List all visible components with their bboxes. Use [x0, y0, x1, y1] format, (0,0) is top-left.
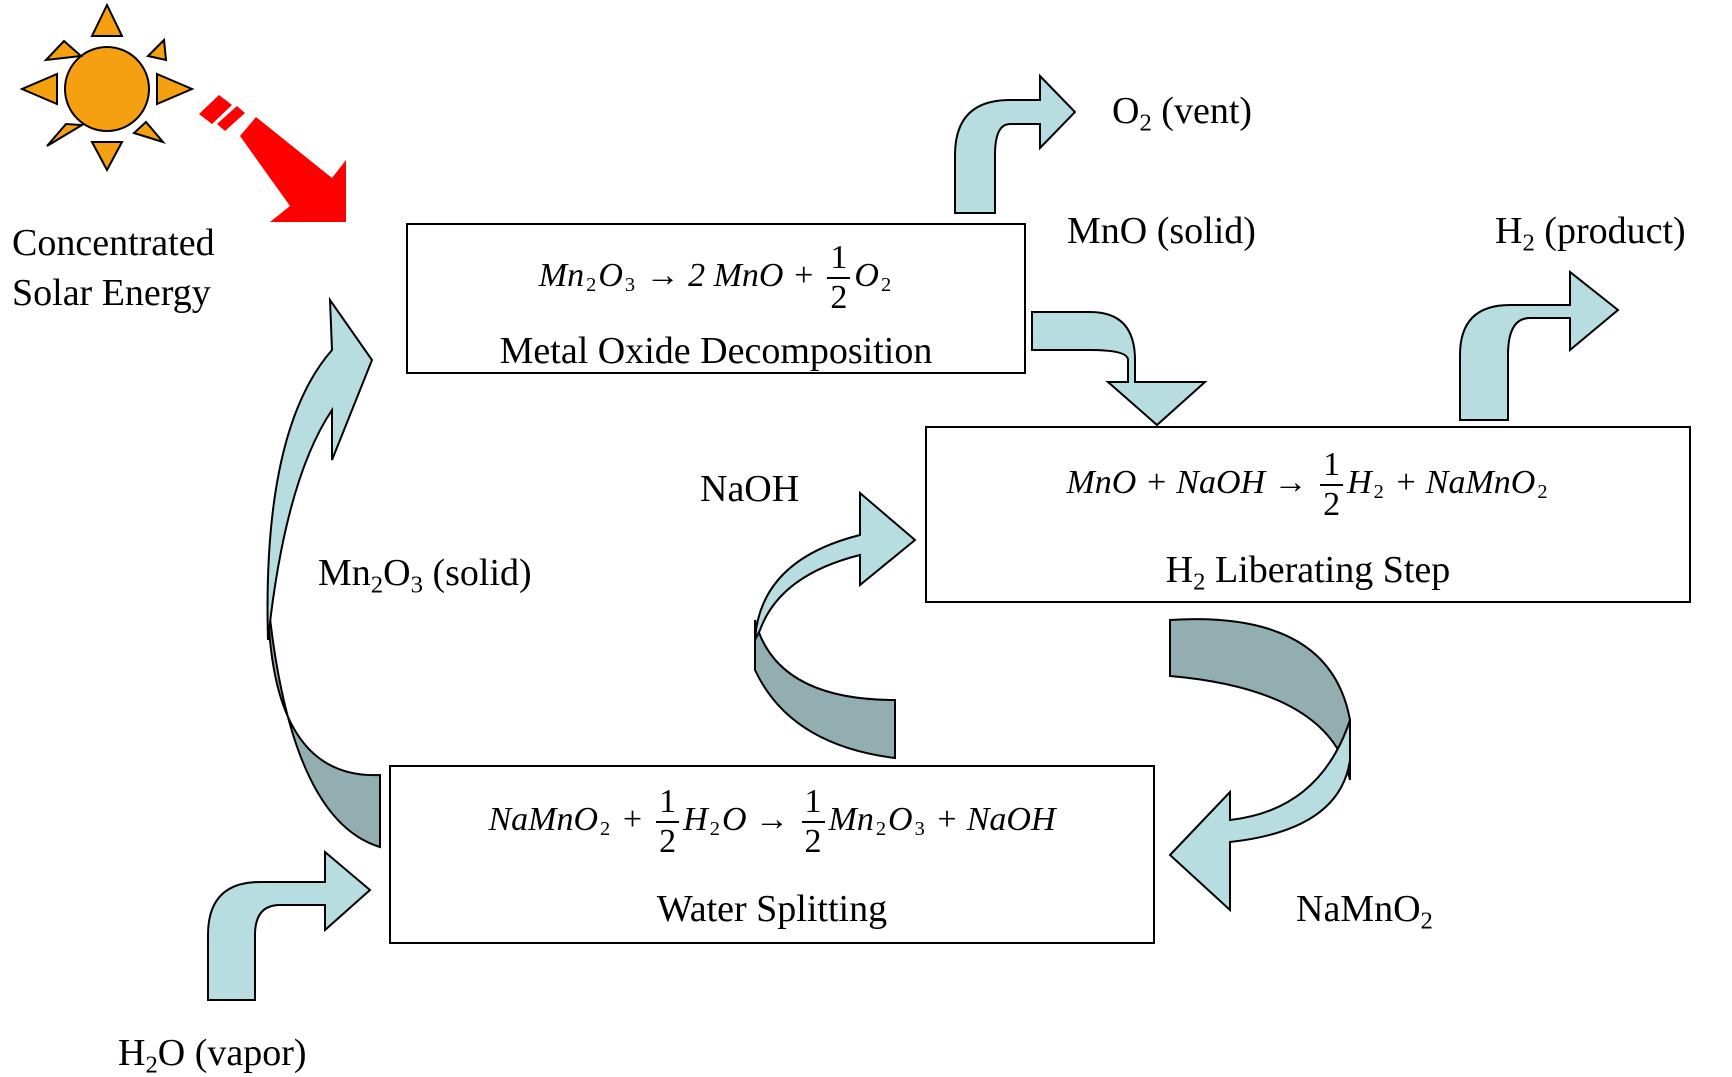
h2o-vapor-label: H2O (vapor) — [118, 1032, 307, 1077]
solar-energy-arrow — [199, 95, 346, 222]
decomposition-title: Metal Oxide Decomposition — [499, 330, 933, 372]
h2-product-arrow — [1459, 269, 1620, 421]
sun-ray — [46, 122, 86, 147]
sun-ray — [19, 72, 58, 106]
sun-ray — [132, 120, 166, 144]
solar-energy-label: Solar Energy — [12, 272, 211, 314]
mno-transfer-arrow — [1031, 311, 1208, 427]
sun-ray — [90, 2, 124, 37]
namno2-back-ribbon — [1169, 618, 1351, 781]
water-splitting-title: Water Splitting — [656, 888, 888, 930]
sun-ray — [146, 37, 168, 62]
mn2o3-transfer-arrow — [266, 296, 374, 641]
namno2-transfer-arrow — [1168, 719, 1351, 913]
sun-ray — [43, 39, 84, 62]
sun-icon — [19, 2, 195, 173]
naoh-transfer-arrow — [754, 490, 917, 641]
sun-ray — [156, 72, 195, 106]
naoh-back-ribbon — [754, 619, 896, 760]
h2o-input-arrow — [207, 849, 372, 1001]
o2-vent-label: O2 (vent) — [1112, 90, 1253, 137]
mno-solid-label: MnO (solid) — [1067, 210, 1256, 252]
namno2-label: NaMnO2 — [1296, 888, 1433, 935]
sun-ray — [90, 141, 124, 173]
liberating-title: H2 Liberating Step — [1165, 549, 1451, 596]
concentrated-label: Concentrated — [12, 222, 215, 264]
h2-product-label: H2 (product) — [1495, 210, 1686, 257]
mn2o3-solid-label: Mn2O3 (solid) — [318, 552, 532, 599]
naoh-label: NaOH — [700, 468, 800, 510]
mn2o3-back-ribbon — [267, 599, 381, 849]
sun-disc — [64, 46, 150, 132]
o2-vent-arrow — [954, 73, 1077, 214]
